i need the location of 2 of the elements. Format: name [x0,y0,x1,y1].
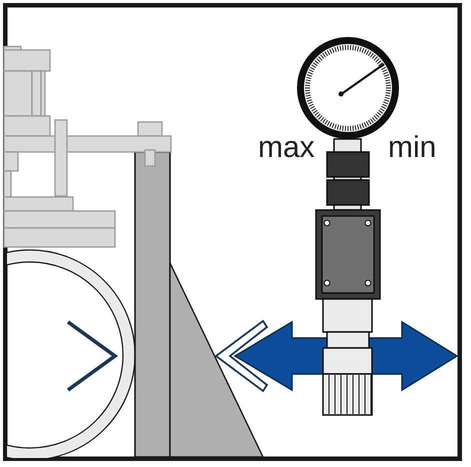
scale-label: max [258,133,315,163]
scale-label: min [388,133,436,163]
